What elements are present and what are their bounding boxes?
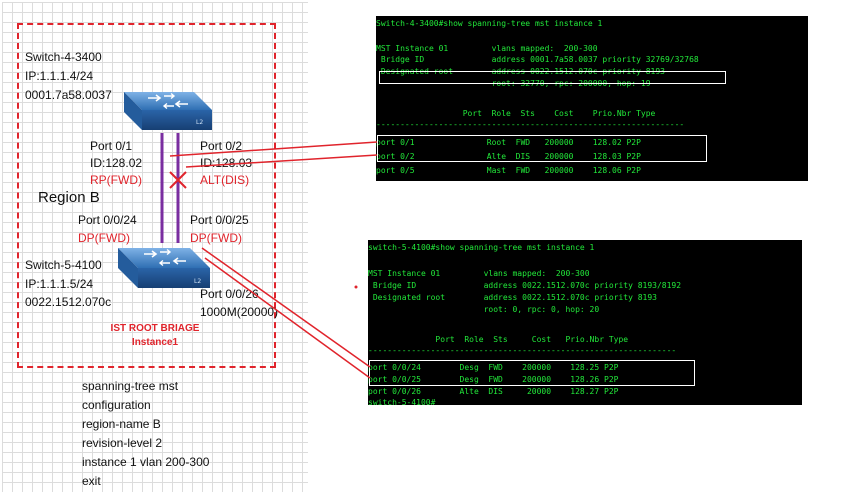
bottom-switch-ip: IP:1.1.1.5/24 — [25, 277, 94, 291]
svg-text:L2: L2 — [196, 119, 203, 126]
terminal-line: switch-5-4100#show spanning-tree mst ins… — [368, 243, 595, 252]
bottom-switch-mac: 0022.1512.070c — [25, 295, 112, 309]
bottom-port-left-state: DP(FWD) — [78, 231, 130, 245]
svg-text:L2: L2 — [194, 278, 201, 285]
grid-background — [2, 2, 308, 492]
terminal-line: port 0/2 Alte DIS 200000 128.03 P2P — [376, 152, 641, 161]
terminal-line: Bridge ID address 0001.7a58.0037 priorit… — [376, 55, 699, 64]
top-port-right-state: ALT(DIS) — [200, 173, 250, 187]
terminal-line: MST Instance 01 vlans mapped: 200-300 — [368, 269, 590, 278]
bottom-port-left-label: Port 0/0/24 — [78, 213, 137, 227]
terminal-line: Designated root address 0022.1512.070c p… — [368, 293, 657, 302]
ist-root-note: IST ROOT BRIAGE — [110, 323, 200, 334]
switch-bottom-icon: L2 — [118, 248, 210, 288]
terminal-top: Switch-4-3400#show spanning-tree mst ins… — [376, 16, 808, 181]
stray-dot — [354, 285, 358, 289]
terminal-line: root: 0, rpc: 0, hop: 20 — [368, 305, 600, 314]
bottom-port-right-label: Port 0/0/25 — [190, 213, 249, 227]
top-switch-name: Switch-4-3400 — [25, 50, 102, 64]
port-rows-highlight — [377, 135, 707, 162]
pointer-line — [185, 154, 378, 168]
region-boundary — [17, 23, 276, 368]
config-line: spanning-tree mst — [82, 379, 179, 393]
terminal-line: ----------------------------------------… — [376, 120, 685, 129]
bottom-port-extra-speed: 1000M(20000) — [200, 305, 279, 319]
terminal-line: port 0/0/24 Desg FWD 200000 128.25 P2P — [368, 363, 619, 372]
config-line: region-name B — [82, 417, 161, 431]
terminal-line: MST Instance 01 vlans mapped: 200-300 — [376, 44, 598, 53]
top-port-left-id: ID:128.02 — [90, 156, 143, 170]
config-line: configuration — [82, 398, 151, 412]
bottom-port-extra-label: Port 0/0/26 — [200, 287, 259, 301]
config-line: exit — [82, 474, 101, 488]
terminal-line: switch-5-4100# — [368, 398, 436, 407]
top-switch-mac: 0001.7a58.0037 — [25, 88, 112, 102]
config-line: instance 1 vlan 200-300 — [82, 455, 210, 469]
terminal-bottom: switch-5-4100#show spanning-tree mst ins… — [368, 240, 802, 407]
top-port-left-state: RP(FWD) — [90, 173, 142, 187]
bottom-port-right-state: DP(FWD) — [190, 231, 242, 245]
terminal-line: ----------------------------------------… — [368, 346, 677, 355]
terminal-line: Port Role Sts Cost Prio.Nbr Type — [376, 109, 656, 118]
designated-root-highlight — [379, 71, 726, 84]
terminal-line: Switch-4-3400#show spanning-tree mst ins… — [376, 19, 603, 28]
top-switch-ip: IP:1.1.1.4/24 — [25, 69, 94, 83]
terminal-line: port 0/5 Mast FWD 200000 128.06 P2P — [376, 166, 641, 175]
top-port-right-id: ID:128.03 — [200, 156, 253, 170]
terminal-line: port 0/0/25 Desg FWD 200000 128.26 P2P — [368, 375, 619, 384]
config-line: revision-level 2 — [82, 436, 163, 450]
switch-top-icon: L2 — [124, 92, 212, 130]
port-rows-highlight — [369, 360, 695, 386]
pointer-line — [201, 247, 371, 368]
terminal-line: Port Role Sts Cost Prio.Nbr Type — [368, 335, 629, 344]
pointer-line — [204, 257, 371, 379]
terminal-line: port 0/1 Root FWD 200000 128.02 P2P — [376, 138, 641, 147]
ist-root-instance: Instance1 — [131, 337, 179, 348]
region-label: Region B — [38, 189, 100, 206]
bottom-switch-name: Switch-5-4100 — [25, 258, 102, 272]
terminal-line: Bridge ID address 0022.1512.070c priorit… — [368, 281, 682, 290]
terminal-line: port 0/0/26 Alte DIS 20000 128.27 P2P — [368, 387, 619, 396]
pointer-line — [169, 141, 378, 157]
top-port-right-label: Port 0/2 — [200, 139, 243, 153]
blocked-mark — [169, 171, 187, 189]
top-port-left-label: Port 0/1 — [90, 139, 133, 153]
